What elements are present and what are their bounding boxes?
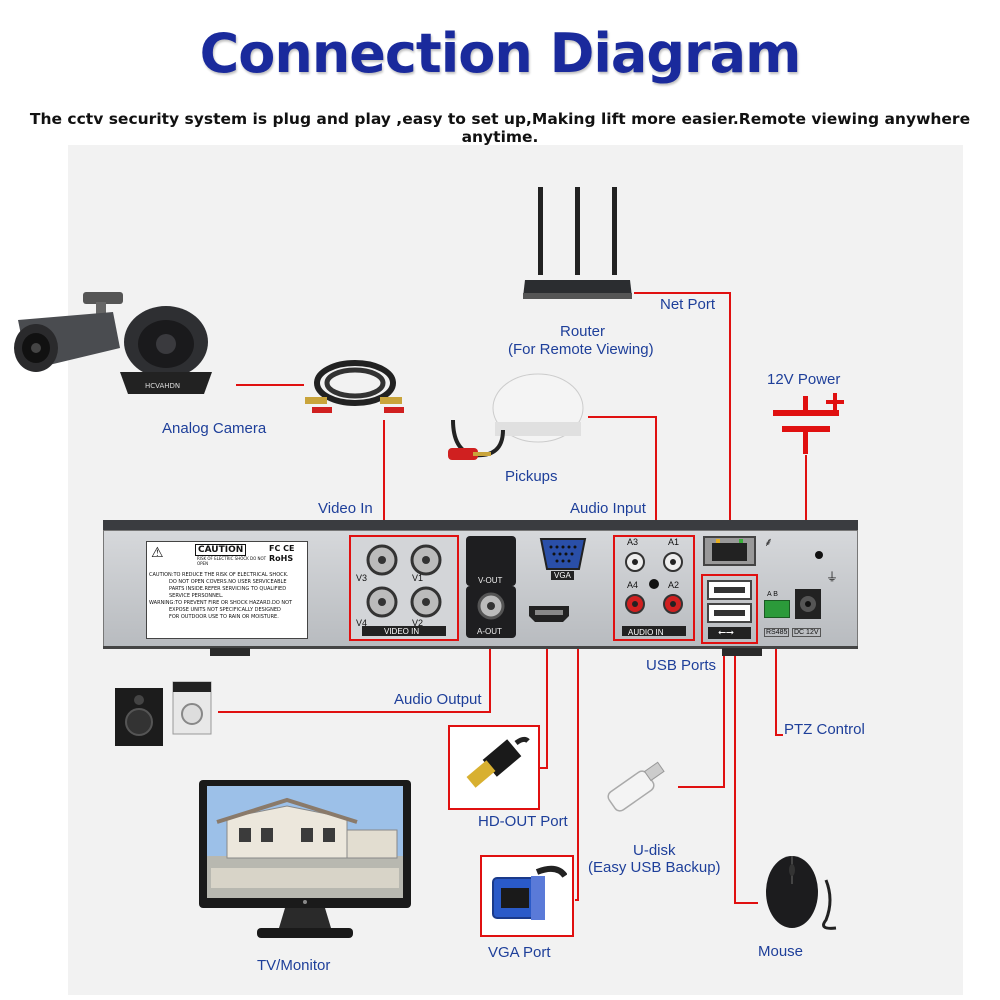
vga-label: VGA: [551, 571, 574, 580]
usb-ports: [704, 577, 755, 641]
power-label: 12V Power: [767, 371, 841, 388]
a1-label: A1: [668, 537, 680, 547]
router-label: Router: [560, 323, 606, 340]
page-title: Connection Diagram: [199, 22, 802, 85]
ground-icon: ⏚: [826, 570, 839, 584]
v3-label: V3: [356, 573, 368, 583]
rs485-terminal[interactable]: [764, 600, 790, 618]
usb-disk-icon: [600, 760, 670, 820]
u-disk-label: U-disk: [633, 842, 676, 859]
a-out-label: A-OUT: [477, 627, 502, 636]
bnc-cable-icon: [300, 355, 410, 425]
monitor-icon: [197, 778, 413, 943]
page-subtitle: The cctv security system is plug and pla…: [29, 110, 971, 146]
usb-port-group[interactable]: [701, 574, 758, 644]
speaker-icon: [113, 680, 213, 748]
power-symbol-icon: [770, 392, 850, 457]
v-out-label: V-OUT: [478, 576, 503, 585]
vga-cable-icon: [487, 862, 568, 930]
v4-label: V4: [356, 618, 368, 628]
vga-port-label: VGA Port: [488, 944, 551, 961]
camera-brand-text: HCVAHDN: [145, 382, 180, 390]
ptz-control-label: PTZ Control: [784, 721, 865, 738]
dc-power-port[interactable]: [793, 583, 823, 621]
bullet-camera-icon: [8, 290, 128, 385]
router-icon: [520, 185, 635, 305]
v-out-port[interactable]: [466, 536, 516, 586]
tv-monitor-label: TV/Monitor: [257, 957, 331, 974]
a2-label: A2: [668, 580, 680, 590]
rca-ports: [616, 538, 692, 638]
rs485-label: RS485: [764, 628, 790, 637]
dvr-foot-right: [722, 648, 762, 656]
audio-input-label: Audio Input: [570, 500, 646, 517]
caution-label: ⚠ CAUTION RISK OF ELECTRIC SHOCK DO NOT …: [146, 541, 308, 639]
audio-in-port-group[interactable]: [613, 535, 695, 641]
dvr-foot-left: [210, 648, 250, 656]
hdmi-port[interactable]: [527, 604, 571, 624]
v1-label: V1: [412, 573, 424, 583]
mouse-label: Mouse: [758, 943, 804, 960]
video-in-port-group[interactable]: [349, 535, 459, 641]
usb-symbol-icon: ⭠⭢: [718, 627, 734, 638]
net-port-label: Net Port: [660, 296, 716, 313]
usb-ports-label: USB Ports: [646, 657, 717, 674]
a4-label: A4: [627, 580, 639, 590]
video-in-label: Video In: [318, 500, 373, 517]
a3-label: A3: [627, 537, 639, 547]
hdmi-cable-icon: [458, 735, 530, 800]
network-icon: ⸙: [764, 535, 774, 549]
dc12v-label: DC 12V: [792, 628, 821, 637]
pickups-label: Pickups: [505, 468, 558, 485]
hd-out-port-label: HD-OUT Port: [478, 813, 568, 830]
a-out-port[interactable]: [466, 586, 516, 638]
bnc-ports: [352, 538, 456, 638]
mouse-icon: [756, 840, 852, 932]
vga-port[interactable]: [537, 537, 589, 579]
router-sublabel: (For Remote Viewing): [508, 341, 654, 358]
ab-label: A B: [767, 591, 778, 598]
audio-in-panel-label: AUDIO IN: [628, 628, 664, 637]
u-disk-sublabel: (Easy USB Backup): [588, 859, 721, 876]
microphone-pickup-icon: [443, 370, 593, 470]
ethernet-port[interactable]: [702, 535, 757, 567]
video-in-panel-label: VIDEO IN: [384, 627, 420, 636]
led-indicator: [815, 551, 823, 559]
dome-camera-icon: HCVAHDN: [112, 300, 220, 400]
audio-output-label: Audio Output: [394, 691, 482, 708]
analog-camera-label: Analog Camera: [162, 420, 267, 437]
v2-label: V2: [412, 618, 424, 628]
warning-triangle-icon: ⚠: [151, 545, 164, 561]
